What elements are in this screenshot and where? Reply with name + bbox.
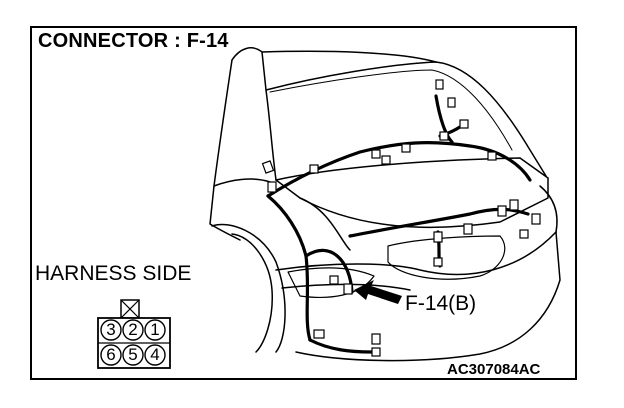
pin-6: 6 [106,345,116,364]
pin-3: 3 [106,320,116,339]
roof-top [261,50,437,63]
diagram-title: CONNECTOR : F-14 [38,30,229,52]
pin-1: 1 [150,320,160,339]
harness-connectors [261,79,541,357]
harness-side-label: HARNESS SIDE [35,262,192,285]
connector-pinout [97,299,171,369]
c-pillar-line [231,47,277,181]
pin-2: 2 [128,320,138,339]
pin-5: 5 [128,345,138,364]
connector-callout-label: F-14(B) [405,292,477,315]
callout-arrow [354,280,402,304]
wheel-arch [211,223,286,353]
pin-4: 4 [150,345,160,364]
figure-code: AC307084AC [447,361,541,378]
